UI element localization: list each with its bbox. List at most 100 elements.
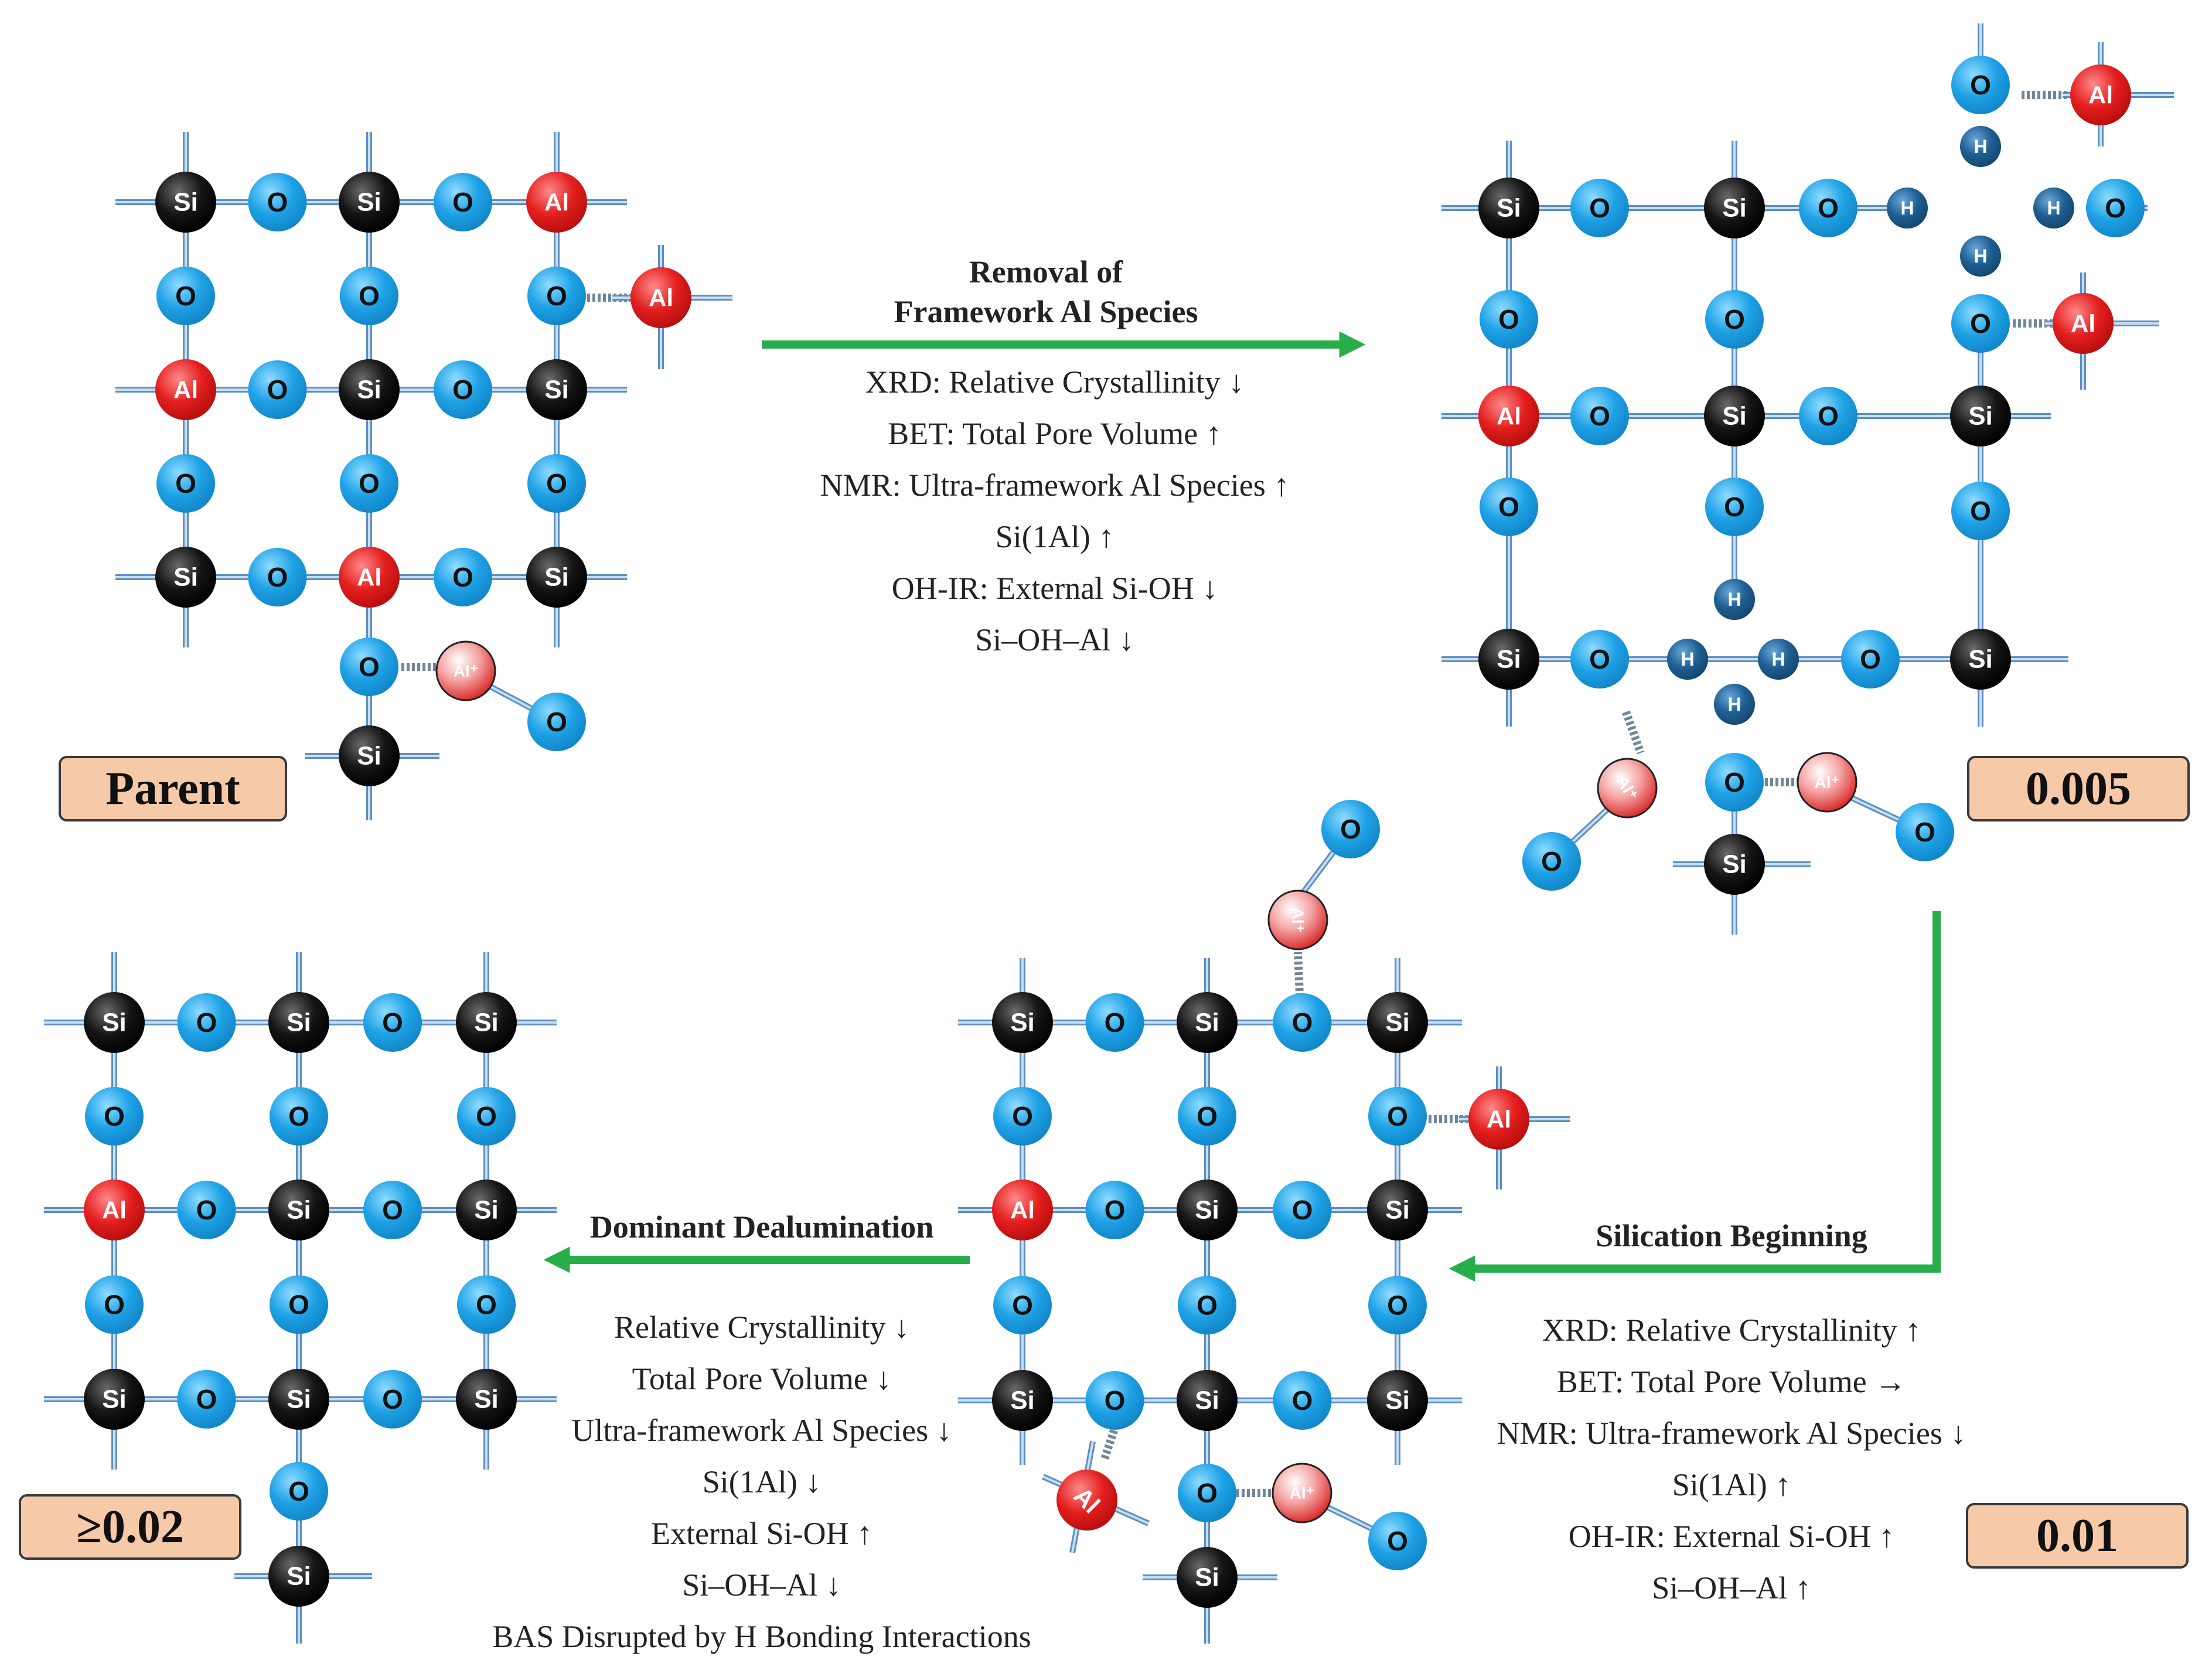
svg-text:O: O [288, 1476, 309, 1506]
step3-observation: Relative Crystallinity ↓ [614, 1310, 909, 1345]
arrow-silication-beginning [1448, 911, 1941, 1282]
svg-text:Si: Si [1010, 1386, 1035, 1415]
extra-framework-al-cation: Al⁺ [1267, 889, 1328, 950]
svg-text:O: O [546, 281, 567, 311]
svg-text:O: O [1818, 193, 1839, 223]
svg-text:O: O [1105, 1195, 1126, 1225]
silicon-atom: Si [992, 992, 1053, 1053]
oxygen-atom: O [1085, 1371, 1144, 1430]
svg-text:Si: Si [1385, 1008, 1410, 1037]
svg-text:Si: Si [1010, 1008, 1035, 1037]
svg-text:O: O [1292, 1195, 1313, 1225]
svg-text:H: H [1974, 246, 1987, 267]
oxygen-atom: O [248, 548, 307, 606]
aluminum-atom: Al [155, 359, 216, 420]
silicon-atom: Si [992, 1370, 1053, 1431]
svg-text:H: H [2047, 197, 2060, 219]
silicon-atom: Si [1950, 629, 2011, 690]
svg-text:Si: Si [1497, 645, 1521, 674]
svg-text:Si: Si [287, 1008, 311, 1037]
step3-observation: Total Pore Volume ↓ [632, 1361, 892, 1396]
svg-text:Si: Si [173, 563, 198, 592]
svg-text:H: H [1681, 649, 1694, 670]
oxygen-atom: O [527, 454, 586, 513]
oxygen-atom: O [1273, 993, 1332, 1052]
svg-text:Si: Si [1195, 1196, 1219, 1225]
svg-text:O: O [1589, 401, 1610, 431]
silicon-atom: Si [1367, 1370, 1428, 1431]
svg-text:Si: Si [287, 1196, 311, 1225]
silicon-atom: Si [1704, 834, 1765, 895]
oxygen-atom: O [457, 1275, 516, 1334]
svg-text:Si: Si [287, 1562, 311, 1591]
aluminum-atom: Al [84, 1180, 145, 1240]
oxygen-atom: O [85, 1087, 144, 1146]
oxygen-atom: O [1705, 478, 1764, 536]
step3-observation: External Si-OH ↑ [651, 1516, 872, 1551]
svg-text:Si: Si [1497, 194, 1521, 223]
oxygen-atom: O [177, 993, 236, 1052]
silicon-atom: Si [155, 172, 216, 233]
extra-framework-al-cation: Al⁺ [435, 640, 496, 701]
svg-text:O: O [546, 707, 567, 737]
oxygen-atom: O [1321, 800, 1380, 858]
svg-text:O: O [359, 652, 380, 682]
svg-text:Al: Al [2071, 310, 2095, 338]
silicon-atom: Si [84, 992, 145, 1053]
svg-text:O: O [1197, 1101, 1218, 1131]
oxygen-atom: O [1570, 179, 1629, 237]
silicon-atom: Si [1950, 386, 2011, 446]
svg-text:O: O [452, 374, 473, 405]
svg-text:Al: Al [649, 284, 673, 312]
svg-text:Si: Si [544, 563, 569, 592]
aluminum-atom: Al [992, 1180, 1053, 1240]
svg-text:O: O [1197, 1290, 1218, 1321]
step2-observation: BET: Total Pore Volume → [1557, 1364, 1907, 1399]
step2-observation: NMR: Ultra-framework Al Species ↓ [1497, 1416, 1966, 1451]
oxygen-atom: O [1951, 482, 2010, 540]
svg-text:O: O [267, 187, 288, 217]
svg-text:O: O [1292, 1007, 1313, 1038]
silicon-atom: Si [1367, 992, 1428, 1053]
svg-text:O: O [1387, 1101, 1408, 1131]
step2-observation: Si(1Al) ↑ [1672, 1467, 1791, 1502]
oxygen-atom: O [156, 267, 215, 325]
svg-text:Si: Si [474, 1385, 499, 1414]
oxygen-atom: O [177, 1181, 236, 1239]
hydrogen-atom: H [1887, 188, 1928, 229]
step1-observation: Si–OH–Al ↓ [975, 622, 1134, 657]
aluminum-atom: Al [339, 547, 400, 608]
oxygen-atom: O [340, 454, 398, 513]
oxygen-atom: O [527, 267, 586, 325]
step2-observation: OH-IR: External Si-OH ↑ [1569, 1519, 1894, 1554]
silicon-atom: Si [268, 1546, 329, 1607]
aluminum-atom: Al [2053, 293, 2114, 354]
sample-label-parent: Parent [59, 756, 287, 822]
silicon-atom: Si [1177, 1547, 1238, 1608]
silicon-atom: Si [268, 1180, 329, 1240]
silicon-atom: Si [456, 992, 517, 1053]
svg-text:Al⁺: Al⁺ [1815, 773, 1840, 792]
svg-text:O: O [267, 562, 288, 592]
svg-text:Si: Si [287, 1385, 311, 1414]
oxygen-atom: O [1480, 290, 1538, 349]
oxygen-atom: O [270, 1275, 328, 1334]
oxygen-atom: O [270, 1087, 328, 1146]
svg-text:O: O [1914, 817, 1935, 847]
svg-text:Si: Si [357, 742, 381, 771]
silicon-atom: Si [1704, 386, 1765, 446]
silicon-atom: Si [1177, 992, 1238, 1053]
svg-text:Si: Si [1722, 850, 1747, 879]
silicon-atom: Si [1478, 178, 1539, 238]
silicon-atom: Si [339, 725, 400, 786]
svg-text:Al: Al [1487, 1106, 1511, 1133]
oxygen-atom: O [2086, 179, 2145, 237]
svg-text:O: O [476, 1101, 497, 1131]
svg-text:O: O [1197, 1478, 1218, 1508]
svg-text:H: H [1900, 197, 1914, 219]
svg-text:O: O [1387, 1526, 1408, 1556]
extra-framework-al-cation: Al⁺ [1597, 758, 1658, 819]
oxygen-atom: O [1705, 290, 1764, 349]
svg-text:Si: Si [1195, 1386, 1219, 1415]
silicon-atom: Si [339, 172, 400, 233]
